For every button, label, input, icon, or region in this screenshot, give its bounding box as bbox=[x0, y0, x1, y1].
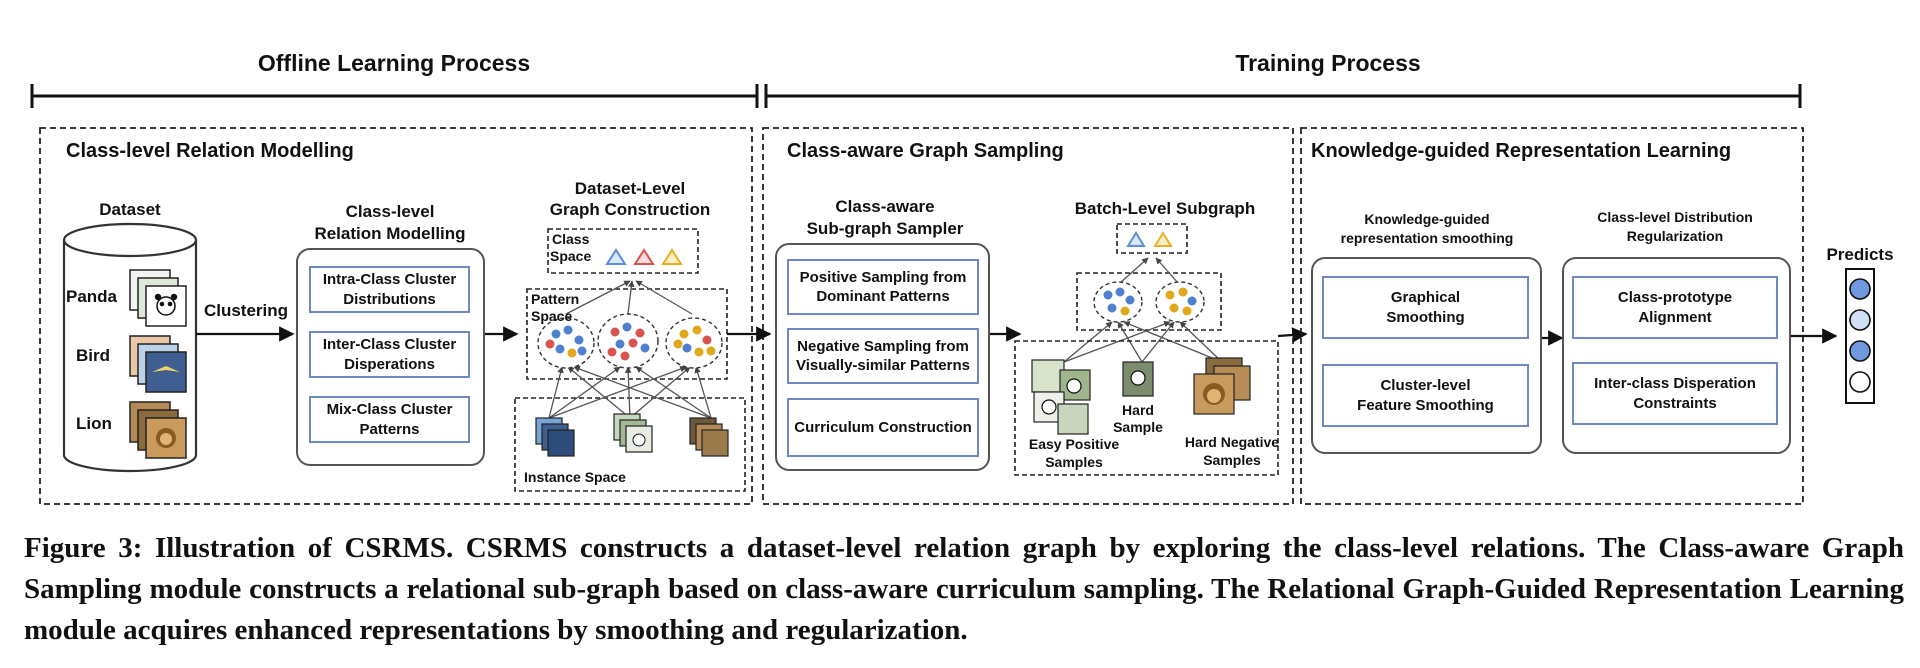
hard-negative-label-line1: Hard Negative bbox=[1184, 434, 1280, 450]
instance-space-box bbox=[514, 397, 746, 492]
graph-title-line2: Graph Construction bbox=[549, 200, 711, 219]
relation-title-line1: Class-level bbox=[345, 202, 435, 221]
subgraph-triangles-icon bbox=[1126, 231, 1173, 247]
training-bracket bbox=[764, 84, 1802, 108]
subgraph-title: Batch-Level Subgraph bbox=[1074, 199, 1256, 218]
instance-images-icon bbox=[535, 413, 729, 457]
clustering-label: Clustering bbox=[203, 301, 289, 320]
pattern-space-label-line2: Space bbox=[531, 308, 573, 324]
offline-bracket bbox=[30, 84, 759, 108]
curriculum-box: Curriculum Construction bbox=[787, 398, 979, 457]
smoothing-title-line2: representation smoothing bbox=[1340, 230, 1514, 246]
subgraph-cluster-yellow bbox=[1155, 281, 1205, 323]
class-triangles-icon bbox=[605, 248, 683, 265]
regularization-title-line1: Class-level Distribution bbox=[1597, 209, 1753, 225]
sampler-title-line1: Class-aware bbox=[835, 197, 935, 216]
section-title-sampling: Class-aware Graph Sampling bbox=[787, 140, 1064, 162]
hard-sample-label-line1: Hard bbox=[1122, 402, 1154, 418]
dataset-title: Dataset bbox=[99, 200, 161, 219]
training-header: Training Process bbox=[1235, 50, 1421, 76]
subgraph-class-box bbox=[1116, 223, 1188, 254]
hard-negative-label-line2: Samples bbox=[1203, 452, 1261, 468]
subgraph-cluster-blue bbox=[1093, 281, 1143, 323]
hard-sample-image-icon bbox=[1122, 361, 1154, 397]
class-space-box bbox=[547, 228, 699, 274]
easy-positive-label-line2: Samples bbox=[1045, 454, 1103, 470]
instance-space-label: Instance Space bbox=[524, 469, 626, 485]
class-space-label-line2: Space bbox=[550, 248, 592, 264]
easy-positive-label-line1: Easy Positive bbox=[1028, 436, 1120, 452]
predicts-nodes bbox=[1849, 278, 1871, 393]
dataset-class-panda: Panda bbox=[66, 287, 118, 306]
lion-images-icon bbox=[129, 401, 187, 459]
offline-header: Offline Learning Process bbox=[257, 50, 531, 76]
pattern-cluster-blue bbox=[537, 317, 595, 369]
dataset-class-lion: Lion bbox=[76, 414, 112, 433]
panda-images-icon bbox=[129, 269, 187, 327]
hard-sample-label-line2: Sample bbox=[1113, 419, 1163, 435]
regularization-title-line2: Regularization bbox=[1626, 228, 1724, 244]
pattern-cluster-yellow bbox=[665, 317, 723, 369]
graph-title-line1: Dataset-Level bbox=[574, 179, 686, 198]
relation-title-line2: Relation Modelling bbox=[314, 224, 466, 243]
dataset-class-bird: Bird bbox=[76, 346, 110, 365]
easy-positive-images-icon bbox=[1031, 359, 1091, 435]
graph-edges bbox=[548, 280, 712, 419]
subgraph-sample-box bbox=[1014, 340, 1279, 476]
pattern-cluster-red bbox=[597, 313, 659, 369]
section-frame-representation bbox=[1300, 127, 1804, 505]
section-frame-relation bbox=[39, 127, 753, 505]
section-frame-sampling bbox=[762, 127, 1294, 505]
sampler-title-line2: Sub-graph Sampler bbox=[806, 219, 964, 238]
subgraph-to-learning-arrow bbox=[1277, 327, 1308, 343]
bird-images-icon bbox=[129, 335, 187, 393]
subgraph-edges bbox=[1063, 257, 1223, 363]
predicts-label: Predicts bbox=[1826, 245, 1894, 264]
smoothing-title-line1: Knowledge-guided bbox=[1364, 211, 1490, 227]
class-space-label-line1: Class bbox=[552, 231, 590, 247]
figure-caption: Figure 3: Illustration of CSRMS. CSRMS c… bbox=[24, 532, 1904, 646]
pattern-space-label-line1: Pattern bbox=[531, 291, 580, 307]
section-title-relation: Class-level Relation Modelling bbox=[66, 140, 354, 162]
hard-negative-images-icon bbox=[1193, 357, 1251, 415]
section-title-representation: Knowledge-guided Representation Learning bbox=[1311, 140, 1732, 162]
